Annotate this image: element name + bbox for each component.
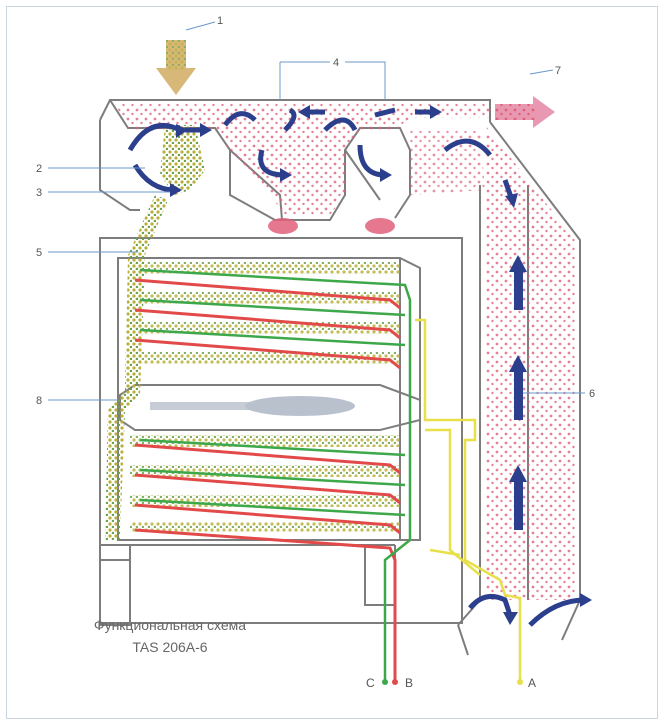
callout-4: 4 bbox=[333, 57, 339, 69]
callout-8: 8 bbox=[36, 395, 42, 407]
caption-model: TAS 206A-6 bbox=[132, 639, 207, 655]
green-line-C bbox=[385, 540, 410, 680]
collector-1 bbox=[268, 218, 298, 234]
caption-title: Функциональная схема bbox=[94, 617, 246, 633]
callout-6: 6 bbox=[589, 388, 595, 400]
collector-2 bbox=[365, 218, 395, 234]
output-b-label: B bbox=[405, 676, 413, 690]
grain-flow bbox=[105, 125, 400, 540]
callout-7: 7 bbox=[555, 65, 561, 77]
burner-unit bbox=[150, 396, 355, 416]
output-markers: C B A bbox=[366, 676, 536, 690]
callout-2: 2 bbox=[36, 163, 42, 175]
output-b-dot bbox=[392, 679, 398, 685]
output-a-dot bbox=[517, 679, 523, 685]
output-c-dot bbox=[382, 679, 388, 685]
callout-5: 5 bbox=[36, 247, 42, 259]
output-a-label: A bbox=[528, 676, 536, 690]
callout-1: 1 bbox=[217, 15, 223, 27]
air-outlet-arrow-icon bbox=[495, 96, 555, 128]
red-line-B bbox=[135, 530, 395, 680]
feed-arrow-icon bbox=[156, 40, 196, 95]
output-c-label: C bbox=[366, 676, 375, 690]
callout-3: 3 bbox=[36, 187, 42, 199]
